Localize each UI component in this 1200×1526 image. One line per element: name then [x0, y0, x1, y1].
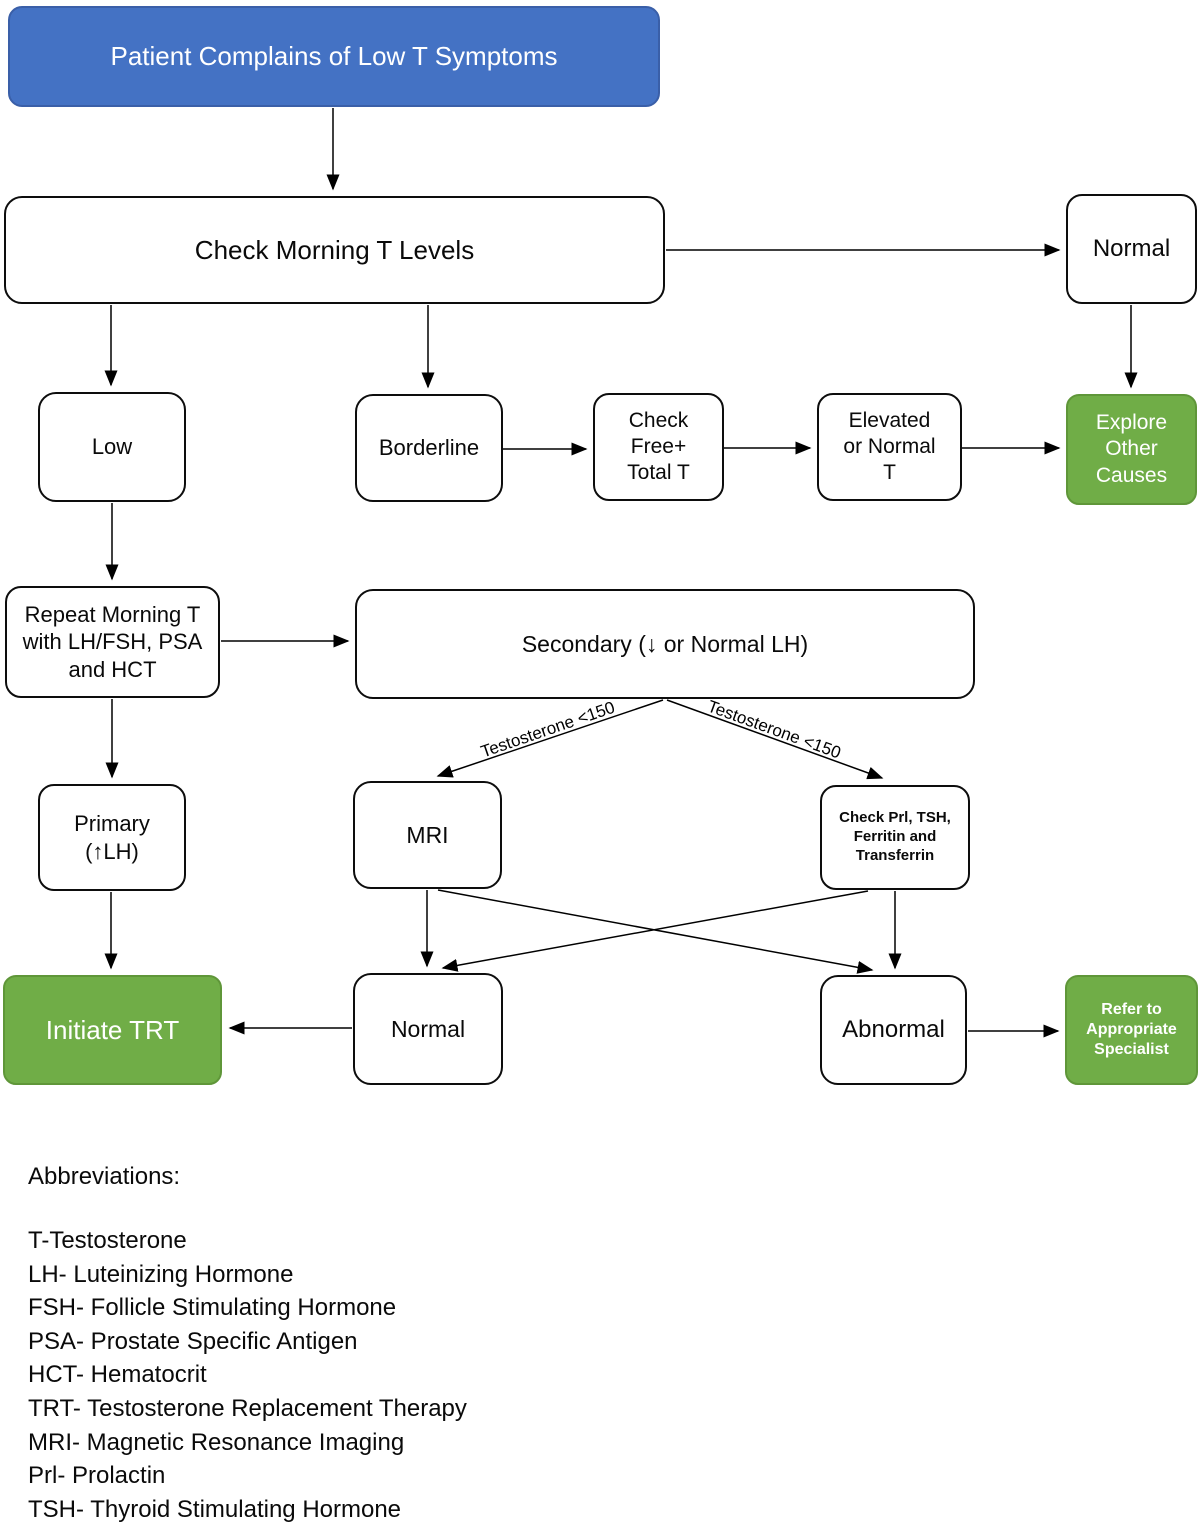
node-line: (↑LH) [85, 838, 139, 864]
node-line: Total T [627, 461, 690, 485]
node-line: Specialist [1094, 1041, 1169, 1058]
abbreviation-item: T-Testosterone [28, 1227, 187, 1254]
node-line: Check Prl, TSH, [839, 809, 951, 827]
abbreviation-item: TRT- Testosterone Replacement Therapy [28, 1394, 467, 1422]
node-line: Refer to [1101, 1001, 1162, 1018]
node-secondary: Secondary (↓ or Normal LH) [355, 589, 975, 699]
node-line: Ferritin and [853, 828, 937, 846]
node-line: Transferrin [855, 846, 935, 864]
node-primary: Primary (↑LH) [38, 784, 186, 891]
node-check-morning-t-levels: Check Morning T Levels [4, 196, 665, 304]
abbreviation-item: HCT- Hematocrit [28, 1361, 207, 1389]
node-patient-complains: Patient Complains of Low T Symptoms [8, 6, 660, 107]
node-normal-top: Normal [1066, 194, 1197, 304]
node-line: or Normal [843, 434, 936, 458]
abbreviations-list: T-Testosterone LH- Luteinizing Hormone F… [28, 1224, 467, 1526]
node-line: Explore [1095, 411, 1168, 435]
node-normal-bottom: Normal [353, 973, 503, 1085]
node-line: Primary [74, 811, 150, 836]
abbreviation-item: PSA- Prostate Specific Antigen [28, 1327, 358, 1355]
node-line: Repeat Morning T [24, 601, 201, 627]
arrow-secondary-to-mri [436, 699, 664, 778]
node-line: Other [1105, 437, 1158, 461]
node-repeat-morning-t: Repeat Morning T with LH/FSH, PSA and HC… [5, 586, 220, 698]
node-low: Low [38, 392, 186, 502]
node-initiate-trt: Initiate TRT [3, 975, 222, 1085]
node-explore-other-causes: Explore Other Causes [1066, 394, 1197, 505]
abbreviation-item: MRI- Magnetic Resonance Imaging [28, 1428, 405, 1456]
abbreviation-item: LH- Luteinizing Hormone [28, 1260, 294, 1288]
node-line: and HCT [68, 656, 157, 682]
node-line: Check [628, 408, 689, 432]
node-line: T [883, 461, 896, 485]
node-abnormal: Abnormal [820, 975, 967, 1085]
node-line: Appropriate [1086, 1021, 1177, 1038]
node-line: with LH/FSH, PSA [22, 629, 203, 655]
abbreviation-item: Prl- Prolactin [28, 1462, 166, 1490]
node-borderline: Borderline [355, 394, 503, 502]
node-elevated-or-normal-t: Elevated or Normal T [817, 393, 962, 501]
abbreviation-item: TSH- Thyroid Stimulating Hormone [28, 1495, 402, 1523]
node-check-free-total-t: Check Free+ Total T [593, 393, 724, 501]
arrow-secondary-to-check-prl [666, 699, 884, 780]
node-refer-specialist: Refer to Appropriate Specialist [1065, 975, 1198, 1085]
abbreviation-item: FSH- Follicle Stimulating Hormone [28, 1294, 397, 1322]
node-line: Elevated [848, 408, 931, 432]
node-check-prl-tsh: Check Prl, TSH, Ferritin and Transferrin [820, 785, 970, 890]
node-mri: MRI [353, 781, 502, 889]
arrow-check-prl-to-normal [441, 890, 869, 972]
node-line: Free+ [630, 434, 687, 458]
abbreviations-title: Abbreviations: [28, 1163, 181, 1190]
node-line: Causes [1095, 463, 1168, 487]
